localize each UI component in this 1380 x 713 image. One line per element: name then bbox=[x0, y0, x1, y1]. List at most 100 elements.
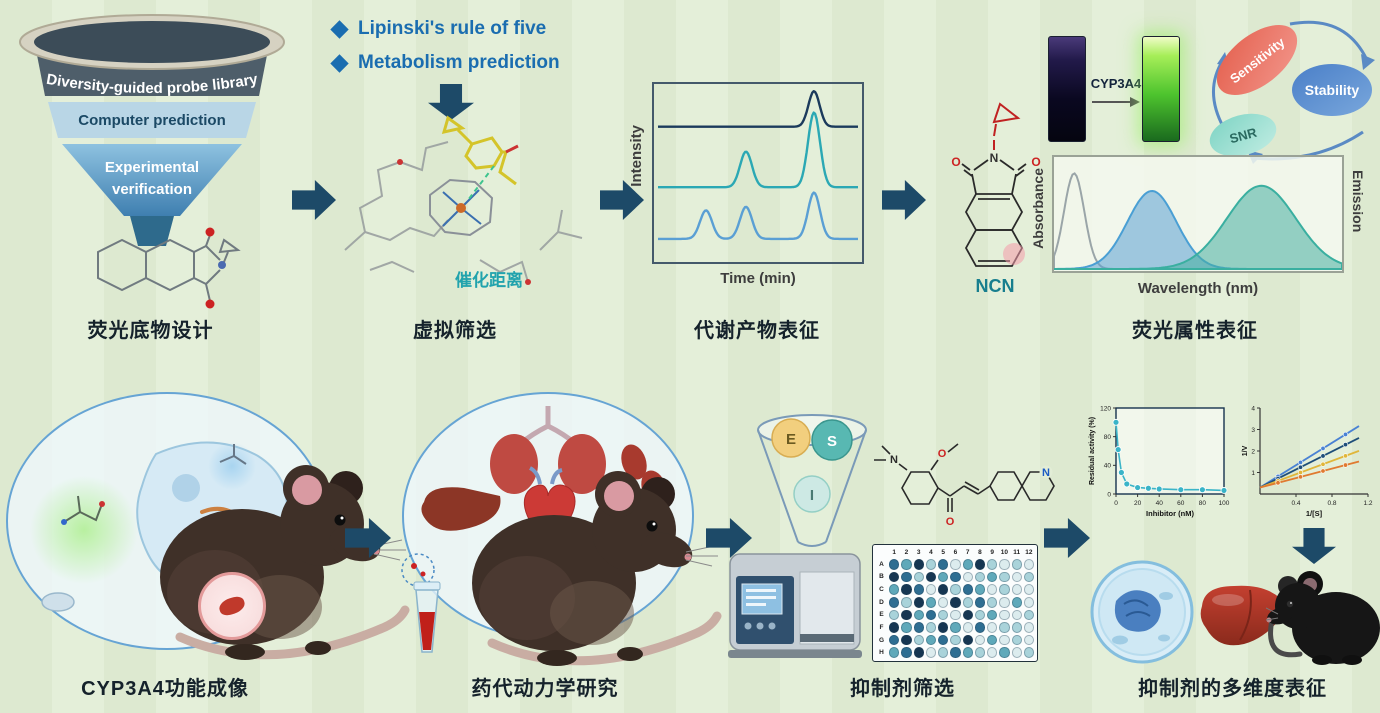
mouse-whiskers bbox=[685, 545, 718, 567]
key-point-row: Lipinski's rule of five bbox=[330, 18, 560, 40]
ketone-oxygen-label: O bbox=[946, 516, 955, 528]
liver-illustration bbox=[1200, 585, 1285, 646]
stage-caption-metabolite-characterization: 代谢产物表征 bbox=[694, 320, 820, 342]
well bbox=[1011, 647, 1022, 658]
blood-in-tube bbox=[419, 612, 435, 650]
chromatogram-plot bbox=[652, 82, 864, 264]
well bbox=[1011, 634, 1022, 646]
well bbox=[987, 622, 998, 633]
chromatogram-y-axis-label: Intensity bbox=[628, 125, 645, 187]
svg-text:0: 0 bbox=[1107, 491, 1111, 498]
mouse-eye bbox=[1286, 600, 1294, 608]
well bbox=[925, 647, 936, 658]
well bbox=[950, 609, 961, 621]
well bbox=[962, 634, 973, 646]
microplate-reader-graphic bbox=[728, 553, 862, 658]
well bbox=[1023, 622, 1034, 633]
enzyme-circle bbox=[771, 418, 811, 458]
well bbox=[889, 634, 900, 646]
inhibitor-letter: I bbox=[810, 487, 814, 504]
funnel-layer-3-label-line1: Experimental bbox=[105, 159, 199, 176]
cyp3a4-enzyme-label: CYP3A4 bbox=[1090, 76, 1142, 91]
well bbox=[950, 634, 961, 646]
blood-drop bbox=[420, 571, 426, 577]
well bbox=[962, 596, 973, 608]
well bbox=[1023, 609, 1034, 621]
reactive-site-highlight bbox=[1003, 243, 1025, 265]
well bbox=[901, 622, 912, 633]
well bbox=[913, 634, 924, 646]
well bbox=[962, 647, 973, 658]
well bbox=[950, 647, 961, 658]
plate-row-header: A bbox=[879, 560, 884, 568]
plate-column-header: 8 bbox=[978, 549, 982, 556]
mouse-eye bbox=[646, 520, 658, 532]
svg-text:2: 2 bbox=[1251, 448, 1255, 455]
reaction-arrow-icon bbox=[1092, 97, 1140, 107]
svg-text:100: 100 bbox=[1219, 500, 1230, 507]
nitrogen-atom bbox=[218, 261, 226, 269]
cuvette-before-reaction bbox=[1048, 36, 1086, 142]
plate-row-header: H bbox=[879, 649, 884, 657]
stage-caption-virtual-screening: 虚拟筛选 bbox=[413, 320, 497, 342]
oxygen-atom bbox=[205, 227, 215, 237]
plate-column-header: 12 bbox=[1025, 549, 1033, 556]
oxygen-atom-label: O bbox=[1031, 155, 1040, 169]
well bbox=[974, 584, 985, 595]
well bbox=[950, 596, 961, 608]
absorption-emission-spectra bbox=[1052, 155, 1344, 273]
svg-text:60: 60 bbox=[1177, 500, 1185, 507]
screening-funnel-graphic: Diversity-guided probe library Computer … bbox=[19, 14, 285, 246]
well bbox=[938, 559, 949, 570]
well bbox=[901, 647, 912, 658]
plate-column-header: 6 bbox=[953, 549, 958, 556]
well bbox=[901, 634, 912, 646]
lung-right bbox=[558, 434, 606, 494]
diamond-bullet-icon bbox=[330, 19, 349, 39]
well bbox=[913, 559, 924, 570]
well bbox=[938, 634, 949, 646]
well bbox=[999, 609, 1010, 621]
well bbox=[999, 584, 1010, 595]
well bbox=[1023, 647, 1034, 658]
spectra-right-axis-label: Emission bbox=[1350, 170, 1366, 233]
abdomen-imaging-spot bbox=[198, 572, 266, 640]
well bbox=[1011, 622, 1022, 633]
lb-y-label: 1/V bbox=[1242, 445, 1249, 456]
well bbox=[974, 634, 985, 646]
well bbox=[1023, 634, 1034, 646]
emission bbox=[1054, 184, 1343, 270]
mouse-tail bbox=[487, 611, 722, 666]
svg-text:4: 4 bbox=[1251, 405, 1255, 412]
svg-text:0: 0 bbox=[1114, 500, 1118, 507]
svg-text:40: 40 bbox=[1156, 500, 1164, 507]
well bbox=[1023, 596, 1034, 608]
lb-x-label: 1/[S] bbox=[1306, 509, 1323, 518]
blood-drop bbox=[411, 563, 417, 569]
mouse-pharmacokinetics-graphic bbox=[472, 471, 722, 666]
heme-iron-atom bbox=[456, 203, 466, 213]
well bbox=[913, 571, 924, 583]
mouse-eye bbox=[334, 514, 346, 526]
enzyme-letter: E bbox=[786, 431, 796, 448]
well bbox=[962, 559, 973, 570]
well bbox=[889, 559, 900, 570]
well bbox=[999, 596, 1010, 608]
well bbox=[889, 584, 900, 595]
well bbox=[987, 634, 998, 646]
probe-ligand-sticks bbox=[441, 115, 517, 186]
cuvette-after-reaction-fluorescent bbox=[1142, 36, 1180, 142]
metabolite-trace-1 bbox=[658, 89, 858, 128]
trachea bbox=[518, 406, 578, 446]
well bbox=[925, 622, 936, 633]
well bbox=[913, 647, 924, 658]
plate-column-header: 10 bbox=[1000, 549, 1008, 556]
well bbox=[999, 647, 1010, 658]
metabolite-trace-2 bbox=[658, 111, 858, 189]
oxygen-atom-label: O bbox=[951, 155, 960, 169]
well bbox=[889, 596, 900, 608]
well bbox=[938, 571, 949, 583]
catalytic-distance-label: 催化距离 bbox=[455, 271, 523, 290]
